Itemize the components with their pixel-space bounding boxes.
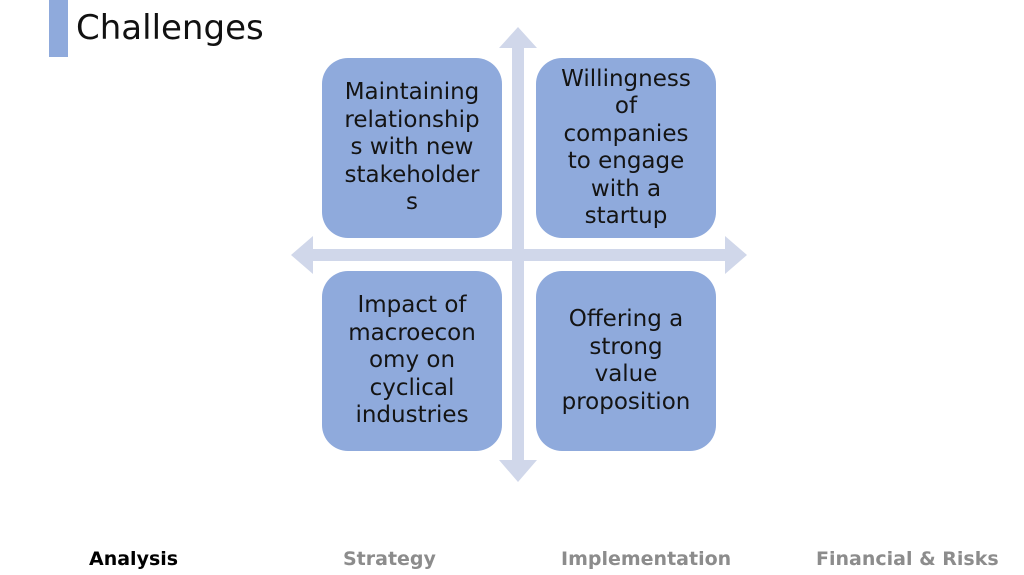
quadrant-bottom-left: Impact of macroecon omy on cyclical indu… (322, 271, 502, 451)
arrow-left-icon (291, 236, 313, 274)
arrow-down-icon (499, 460, 537, 482)
horizontal-axis-shaft (310, 249, 728, 261)
nav-item-implementation[interactable]: Implementation (561, 548, 732, 570)
quadrant-top-right: Willingness of companies to engage with … (536, 58, 716, 238)
quadrant-text: Willingness of companies to engage with … (561, 65, 691, 230)
quadrant-text: Maintaining relationship s with new stak… (344, 79, 480, 216)
arrow-up-icon (499, 27, 537, 48)
quadrant-top-left: Maintaining relationship s with new stak… (322, 58, 502, 238)
page-title: Challenges (76, 8, 264, 48)
nav-item-strategy[interactable]: Strategy (343, 548, 436, 570)
nav-item-financial-risks[interactable]: Financial & Risks (816, 548, 999, 570)
arrow-right-icon (725, 236, 747, 274)
quadrant-text: Impact of macroecon omy on cyclical indu… (348, 292, 476, 429)
nav-item-analysis[interactable]: Analysis (89, 548, 179, 570)
quadrant-bottom-right: Offering a strong value proposition (536, 271, 716, 451)
section-nav: Analysis Strategy Implementation Financi… (0, 548, 1024, 575)
quadrant-text: Offering a strong value proposition (561, 306, 691, 415)
title-accent-bar (49, 0, 68, 57)
